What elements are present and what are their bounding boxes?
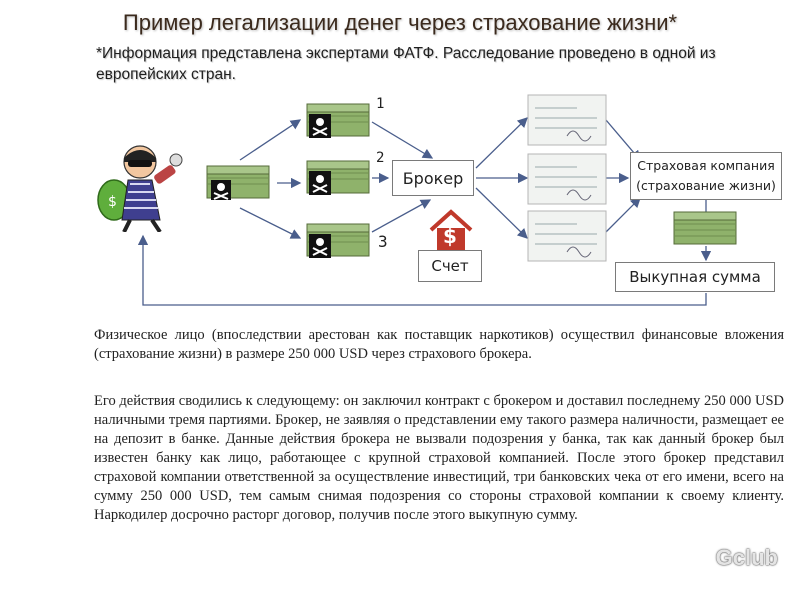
cash-stack-icon (306, 103, 370, 138)
page-subtitle: *Информация представлена экспертами ФАТФ… (96, 45, 716, 83)
arrow-batch1-broker (371, 121, 434, 159)
criminal-icon: $ (97, 145, 183, 232)
description-paragraph-2: Его действия сводились к следующему: он … (94, 393, 784, 523)
cheque-icon (527, 210, 607, 262)
cheque-icon (527, 94, 607, 146)
cash-stack-icon (673, 211, 737, 245)
arrow-broker-cheque1 (475, 117, 528, 169)
arrow-cheque3-insurer (605, 197, 641, 233)
batch-number-2: 2 (376, 150, 385, 166)
page-title: Пример легализации денег через страхован… (122, 10, 678, 35)
payout-label: Выкупная сумма (629, 268, 761, 286)
insurer-type: (страхование жизни) (636, 178, 776, 193)
svg-text:$: $ (108, 194, 117, 210)
broker-label: Брокер (402, 168, 464, 188)
broker-box: Брокер (392, 160, 474, 196)
arrow-broker-cheque3 (475, 187, 528, 239)
account-label: Счет (431, 257, 469, 275)
cash-stack-icon (306, 223, 370, 258)
arrow-batch3-broker (371, 199, 432, 233)
arrow-payout-return (137, 234, 707, 306)
insurer-name: Страховая компания (637, 158, 775, 173)
cash-stack-icon (206, 165, 270, 200)
batch-number-3: 3 (378, 232, 388, 251)
arrow-to-batch-3 (239, 207, 302, 239)
bank-house-icon: $ (428, 208, 474, 252)
cash-stack-icon (306, 160, 370, 195)
flow-arrows (137, 117, 712, 306)
insurer-box: Страховая компания (страхование жизни) (630, 152, 782, 200)
watermark: Gclub (715, 545, 778, 570)
account-box: Счет (418, 250, 482, 282)
dollar-sign: $ (443, 224, 457, 248)
description-paragraph-1: Физическое лицо (впоследствии арестован … (94, 327, 784, 362)
batch-number-1: 1 (376, 96, 385, 112)
payout-box: Выкупная сумма (615, 262, 775, 292)
cheque-icon (527, 153, 607, 205)
arrow-to-batch-1 (239, 119, 302, 161)
